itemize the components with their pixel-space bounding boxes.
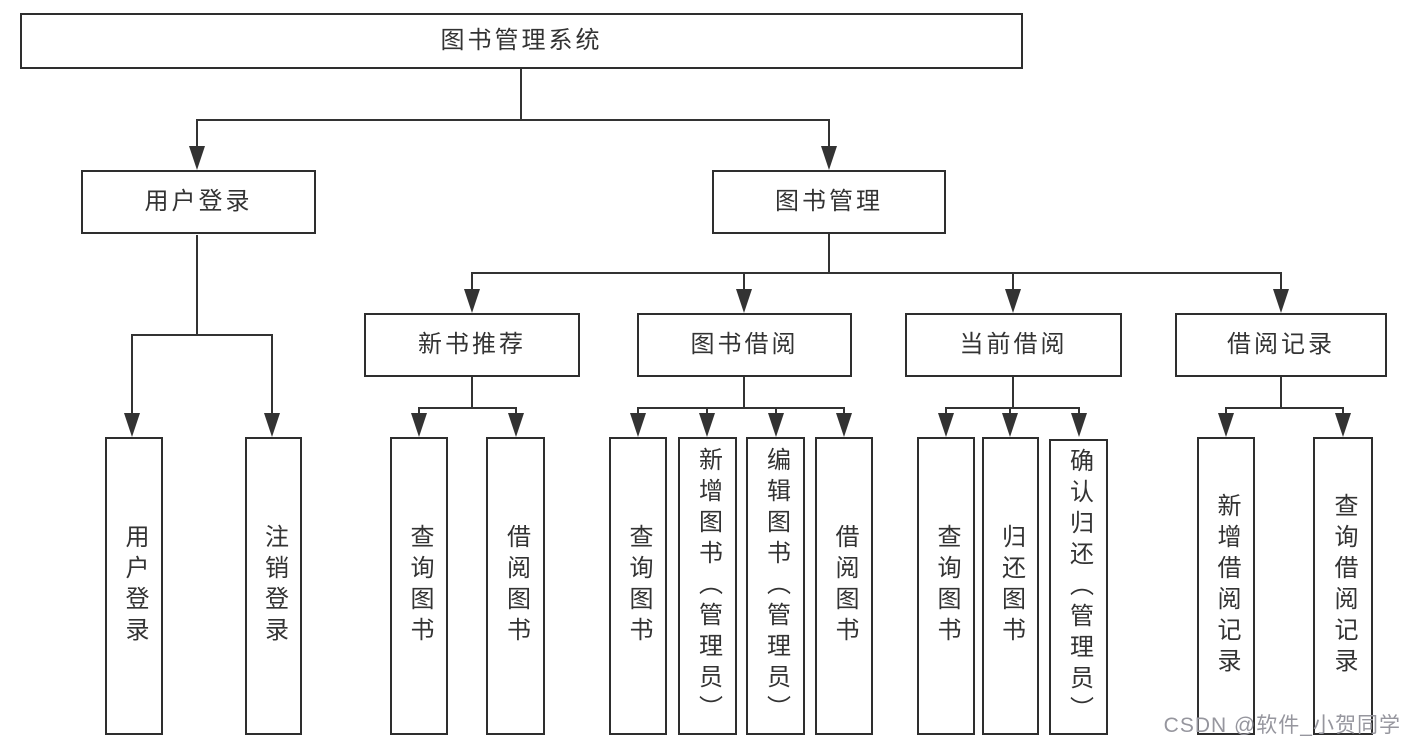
node-label: 用户登录 (121, 524, 148, 648)
node-new-book-recommendation: 新书推荐 (364, 313, 580, 377)
node-book-management-system: 图书管理系统 (20, 13, 1023, 69)
leaf-query-books-current: 查询图书 (917, 437, 975, 735)
node-label: 确认归还（管理员） (1065, 447, 1093, 727)
leaf-edit-book-admin: 编辑图书（管理员） (746, 437, 805, 735)
node-borrowing-records: 借阅记录 (1175, 313, 1387, 377)
node-label: 图书借阅 (690, 331, 799, 358)
node-label: 借阅图书 (502, 524, 530, 648)
node-label: 新增图书（管理员） (694, 446, 722, 726)
leaf-borrow-books-borrowing: 借阅图书 (815, 437, 873, 735)
node-label: 编辑图书（管理员） (762, 446, 790, 726)
node-label: 查询图书 (406, 524, 433, 648)
node-label: 新增借阅记录 (1213, 493, 1240, 679)
leaf-user-login: 用户登录 (105, 437, 163, 735)
leaf-confirm-return-admin: 确认归还（管理员） (1049, 439, 1108, 735)
node-label: 用户登录 (144, 188, 253, 215)
leaf-add-book-admin: 新增图书（管理员） (678, 437, 737, 735)
node-label: 当前借阅 (959, 331, 1068, 358)
node-user-login: 用户登录 (81, 170, 316, 234)
leaf-query-books-borrowing: 查询图书 (609, 437, 667, 735)
node-label: 归还图书 (997, 524, 1025, 648)
node-label: 查询图书 (933, 524, 960, 648)
arrowhead-icons (124, 146, 1351, 437)
node-label: 图书管理 (775, 188, 883, 215)
node-label: 注销登录 (260, 524, 288, 648)
node-book-management: 图书管理 (712, 170, 946, 234)
leaf-query-books-recommend: 查询图书 (390, 437, 448, 735)
csdn-watermark: CSDN @软件_小贺同学 (1163, 714, 1401, 737)
leaf-query-borrow-record: 查询借阅记录 (1313, 437, 1373, 735)
leaf-borrow-books-recommend: 借阅图书 (486, 437, 545, 735)
node-label: 查询借阅记录 (1330, 493, 1357, 679)
node-label: 借阅记录 (1227, 331, 1335, 358)
node-book-borrowing: 图书借阅 (637, 313, 852, 377)
leaf-logout: 注销登录 (245, 437, 302, 735)
node-label: 借阅图书 (831, 524, 858, 648)
node-current-borrowing: 当前借阅 (905, 313, 1122, 377)
node-label: 新书推荐 (418, 331, 526, 358)
node-label: 查询图书 (625, 524, 652, 648)
leaf-return-book: 归还图书 (982, 437, 1039, 735)
leaf-add-borrow-record: 新增借阅记录 (1197, 437, 1255, 735)
node-label: 图书管理系统 (440, 27, 603, 54)
